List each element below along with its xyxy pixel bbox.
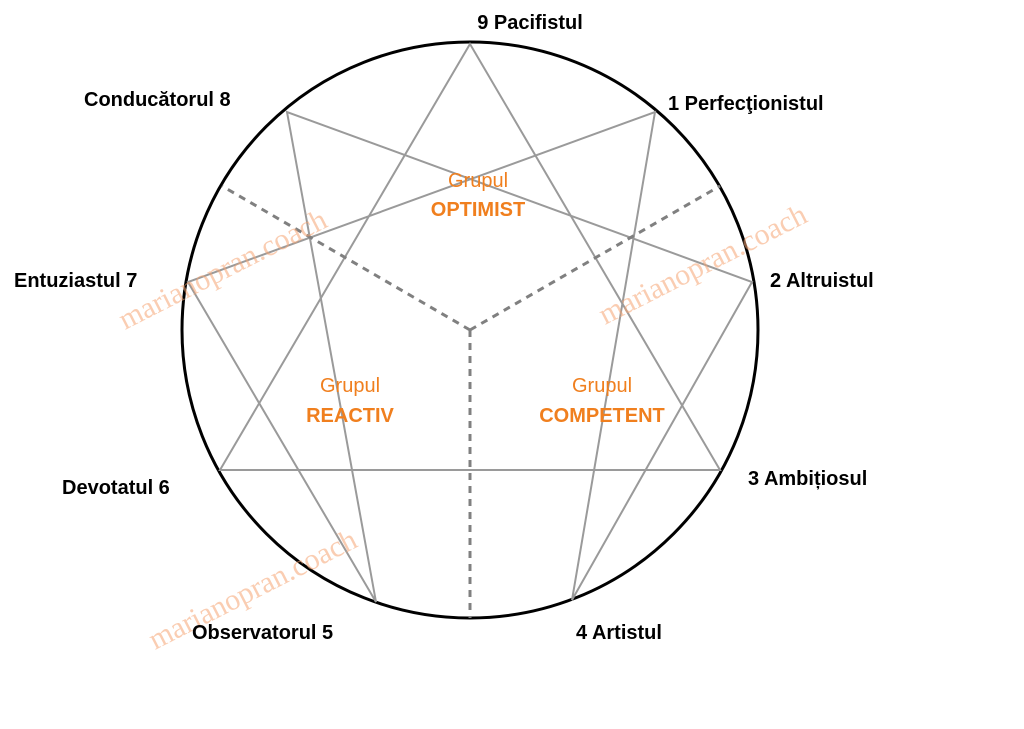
type-label-3: 3 Ambițiosul [748, 468, 867, 490]
inner-hexad [186, 110, 754, 603]
watermarks: marianopran.coach marianopran.coach mari… [113, 198, 812, 656]
type-labels: 9 Pacifistul 1 Perfecţionistul 2 Altruis… [14, 12, 874, 644]
type-label-1: 1 Perfecţionistul [668, 93, 824, 115]
group-competent-name: COMPETENT [539, 405, 665, 427]
watermark-text: marianopran.coach [593, 198, 812, 331]
watermark-text: marianopran.coach [113, 203, 332, 336]
type-label-6: Devotatul 6 [62, 477, 170, 499]
type-label-5: Observatorul 5 [192, 622, 333, 644]
divider-line-left [221, 184, 471, 332]
group-optimist-name: OPTIMIST [431, 199, 525, 221]
type-label-4: 4 Artistul [576, 622, 662, 644]
type-label-7: Entuziastul 7 [14, 270, 137, 292]
divider-line-right [469, 184, 721, 332]
group-optimist-title: Grupul [448, 170, 508, 192]
group-reactiv-title: Grupul [320, 375, 380, 397]
group-dividers [221, 184, 721, 618]
type-label-9: 9 Pacifistul [477, 12, 583, 34]
group-reactiv: Grupul REACTIV [306, 375, 394, 427]
type-label-8: Conducătorul 8 [84, 89, 231, 111]
group-reactiv-name: REACTIV [306, 405, 394, 427]
type-label-2: 2 Altruistul [770, 270, 874, 292]
group-optimist: Grupul OPTIMIST [431, 170, 525, 221]
group-competent: Grupul COMPETENT [539, 375, 665, 427]
group-competent-title: Grupul [572, 375, 632, 397]
